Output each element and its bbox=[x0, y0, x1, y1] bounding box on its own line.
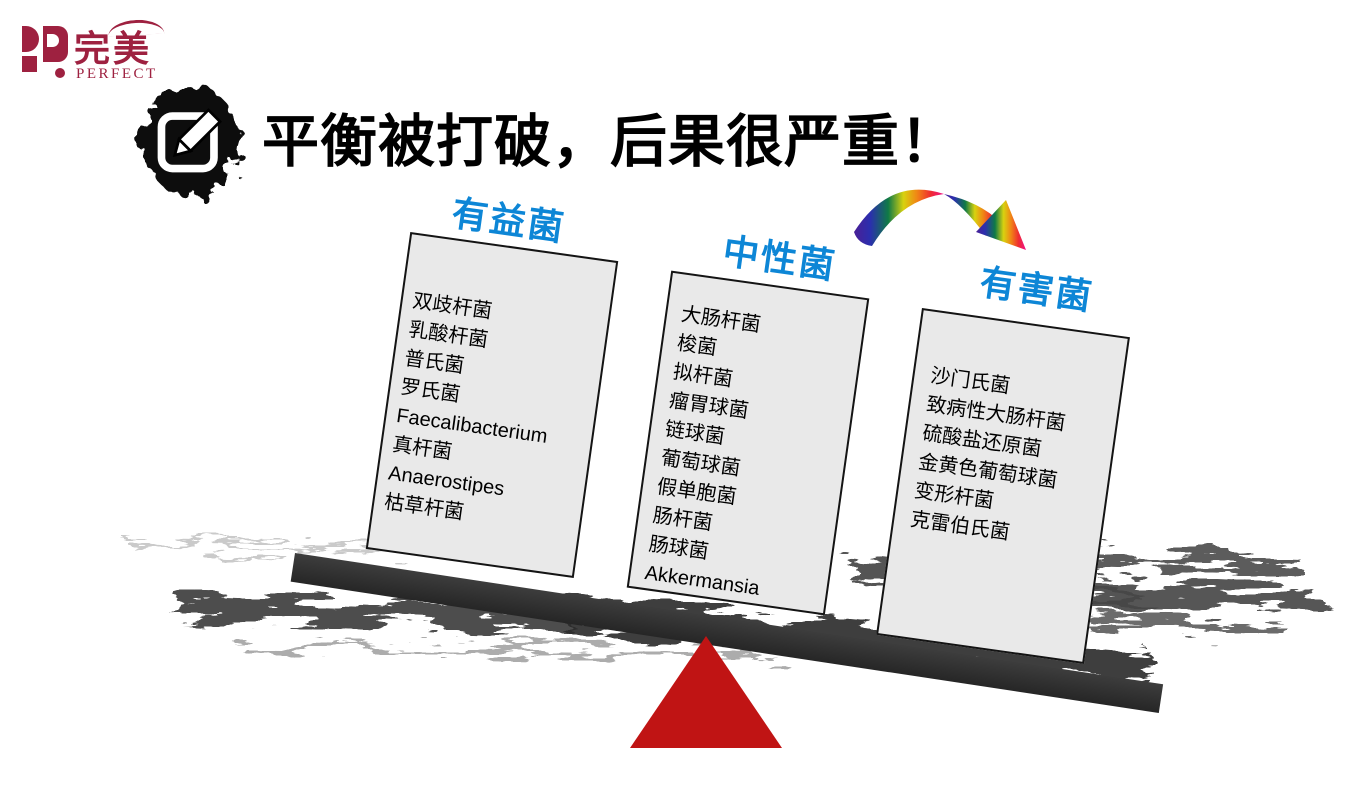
perfect-logo-mark-icon bbox=[22, 26, 68, 80]
seesaw-fulcrum-triangle bbox=[630, 636, 782, 748]
pencil-edit-icon bbox=[156, 104, 226, 174]
slide-title: 平衡被打破，后果很严重！ bbox=[262, 110, 958, 174]
rainbow-arrow-icon bbox=[854, 189, 1026, 250]
brand-name-cn: 完美 bbox=[74, 28, 153, 69]
brand-name-en: PERFECT bbox=[76, 66, 158, 82]
perfect-logo: 完美 PERFECT bbox=[20, 18, 240, 92]
